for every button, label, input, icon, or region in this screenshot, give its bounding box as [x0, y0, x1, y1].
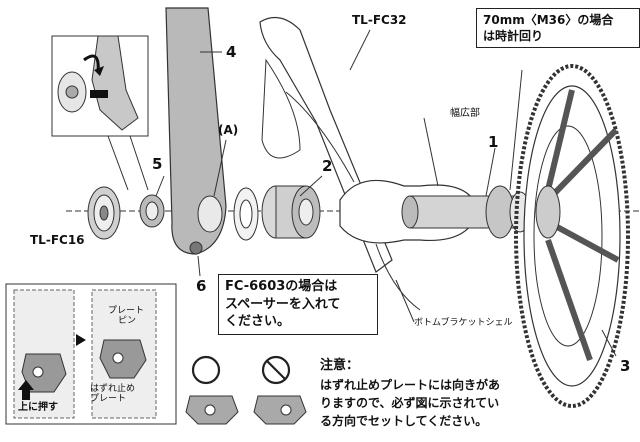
leader-top-note	[509, 69, 523, 191]
label-part-3: 3	[620, 357, 631, 375]
part2-adapter	[261, 185, 321, 239]
inset-plate-after	[91, 289, 157, 419]
label-bb-shell: ボトムブラケットシェル	[414, 318, 513, 328]
leader-A	[213, 139, 227, 197]
label-part-5: 5	[152, 155, 163, 173]
label-tl-fc16: TL-FC16	[30, 233, 85, 247]
label-stop-plate: はずれ止め プレート	[90, 384, 135, 405]
spacer-note-line-2: スペーサーを入れて	[225, 296, 341, 312]
leader-part5	[155, 175, 165, 197]
chainring	[514, 64, 630, 408]
leader-bb-shell	[395, 279, 415, 323]
leader-width-part	[423, 117, 439, 187]
spacer-ring	[233, 187, 259, 241]
label-plate-pin-2: ピン	[118, 316, 137, 327]
inset-plate-before	[13, 289, 75, 419]
caution-line-2: りますので、必ず図に示されてい	[320, 395, 500, 410]
label-stop-plate-1: はずれ止め	[90, 384, 136, 394]
left-crank-arm	[165, 7, 227, 255]
part5-cap	[139, 194, 165, 228]
leader-part2	[299, 175, 323, 197]
leader-fc32	[349, 29, 371, 71]
leader-part6	[197, 255, 201, 277]
ng-plate-shape	[253, 395, 307, 425]
spacer-note-line-3: ください。	[225, 314, 291, 330]
part1-axle-unit	[401, 185, 531, 239]
caution-line-3: る方向でセットしてください。	[320, 413, 488, 428]
spacer-note: FC-6603の場合は スペーサーを入れて ください。	[218, 274, 378, 335]
label-part-2: 2	[322, 157, 333, 175]
leader-part1	[485, 147, 496, 197]
caution-line-1: はずれ止めプレートには向きがあ	[320, 377, 501, 392]
label-part-1: 1	[488, 133, 499, 151]
label-tl-fc32: TL-FC32	[352, 13, 407, 27]
inset-crank-arm	[57, 35, 139, 131]
top-note-line-1: 70mm〈M36〉の場合	[483, 13, 614, 27]
spacer-note-line-1: FC-6603の場合は	[225, 279, 338, 294]
inset-arrow-right	[76, 334, 86, 346]
label-push-up: 上に押す	[18, 402, 58, 413]
label-part-a: (A)	[218, 123, 239, 137]
label-plate-pin-1: プレート	[108, 306, 145, 316]
label-part-4: 4	[226, 43, 237, 61]
label-stop-plate-2: プレート	[90, 394, 127, 405]
label-width-part: 幅広部	[450, 108, 480, 119]
ok-plate-shape	[185, 395, 239, 425]
caution-title: 注意：	[320, 358, 360, 373]
label-part-6: 6	[196, 277, 207, 295]
label-plate-pin: プレート ピン	[108, 306, 144, 327]
caution-block: 注意： はずれ止めプレートには向きがあ りますので、必ず図に示されてい る方向で…	[320, 356, 500, 430]
leader-part3	[601, 329, 617, 357]
ng-symbol	[261, 355, 291, 385]
top-right-note: 70mm〈M36〉の場合 は時計回り	[476, 8, 640, 49]
ok-symbol	[191, 355, 221, 385]
top-note-line-2: は時計回り	[483, 29, 544, 44]
tl-fc16-tool	[87, 186, 121, 240]
